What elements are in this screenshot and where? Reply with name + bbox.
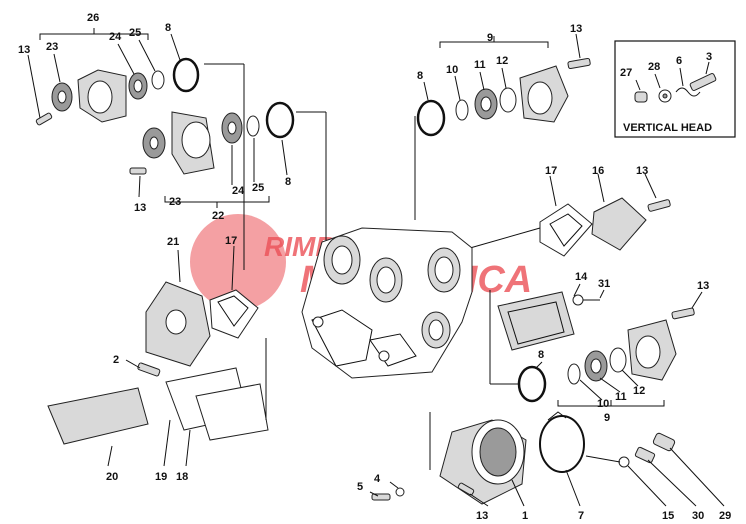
screw-part-3	[689, 73, 717, 91]
screw-13e	[671, 307, 695, 320]
washer-4	[395, 487, 405, 497]
label-8b: 8	[285, 176, 291, 188]
label-31: 31	[598, 278, 610, 290]
label-19: 19	[155, 471, 167, 483]
plug-29	[652, 432, 676, 452]
screw-13d	[647, 199, 671, 212]
screw-13a	[35, 112, 53, 126]
cover-plate-14	[497, 291, 575, 351]
lower-right-bearing-assembly	[489, 283, 703, 407]
ring-12a	[499, 87, 517, 113]
circlip-10a	[455, 99, 469, 121]
label-10b: 10	[597, 398, 609, 410]
label-21: 21	[167, 236, 179, 248]
label-9b: 9	[604, 412, 610, 424]
label-24b: 24	[232, 185, 245, 197]
label-5: 5	[357, 481, 363, 493]
gasket-17a	[539, 203, 593, 257]
label-2: 2	[113, 354, 119, 366]
inset-label-3: 3	[706, 51, 712, 63]
upper-right-bearing-assembly	[414, 33, 591, 220]
label-8c: 8	[417, 70, 423, 82]
upper-left-bearing-assembly	[27, 28, 245, 270]
label-23b: 23	[169, 196, 181, 208]
label-13d: 13	[636, 165, 648, 177]
inset-title: VERTICAL HEAD	[623, 122, 712, 134]
spacer-part-27	[634, 91, 648, 103]
intake-manifold-assembly	[369, 411, 725, 507]
reed-block-20	[47, 387, 149, 445]
label-13f: 13	[476, 510, 488, 522]
label-17a: 17	[545, 165, 557, 177]
screw-13c	[567, 57, 591, 70]
screw-31	[572, 294, 584, 306]
cover-16	[591, 197, 647, 251]
label-12b: 12	[633, 385, 645, 397]
gasket-18	[195, 383, 269, 441]
label-13b: 13	[134, 202, 146, 214]
oring-8b	[265, 101, 295, 139]
vertical-head-inset: 27 28 6 3 VERTICAL HEAD	[614, 40, 736, 138]
ring-25b	[246, 115, 260, 137]
right-cover-assembly	[469, 173, 671, 257]
label-11a: 11	[474, 59, 486, 71]
label-20: 20	[106, 471, 118, 483]
circlip-10b	[567, 363, 581, 385]
label-29: 29	[719, 510, 731, 522]
label-15: 15	[662, 510, 674, 522]
ring-25a	[151, 70, 165, 90]
clip-part-6	[675, 87, 701, 97]
label-12a: 12	[496, 55, 508, 67]
oring-8c	[416, 99, 446, 137]
screw-13f	[457, 482, 475, 496]
clamp-7	[539, 415, 585, 473]
ring-12b	[609, 347, 627, 373]
fitting-30	[634, 446, 656, 464]
oring-8d	[517, 365, 547, 403]
lower-left-bearing-assembly	[129, 101, 327, 250]
gasket-17b	[209, 289, 259, 339]
label-30: 30	[692, 510, 704, 522]
label-11b: 11	[615, 391, 627, 403]
screw-13b	[129, 167, 147, 175]
cylinder-head	[301, 227, 473, 379]
label-8a: 8	[165, 22, 171, 34]
label-13a: 13	[18, 44, 30, 56]
label-4: 4	[374, 473, 381, 485]
label-13c: 13	[570, 23, 582, 35]
label-18: 18	[176, 471, 188, 483]
label-14: 14	[575, 271, 588, 283]
inset-label-27: 27	[620, 67, 632, 79]
inset-label-6: 6	[676, 55, 682, 67]
label-22: 22	[212, 210, 224, 222]
oring-8a	[172, 57, 200, 93]
screw-2	[137, 362, 161, 377]
label-25b: 25	[252, 182, 264, 194]
label-16: 16	[592, 165, 604, 177]
inset-label-28: 28	[648, 61, 660, 73]
label-26: 26	[87, 12, 99, 24]
label-7: 7	[578, 510, 584, 522]
label-9a: 9	[487, 32, 493, 44]
label-13e: 13	[697, 280, 709, 292]
label-8d: 8	[538, 349, 544, 361]
label-10a: 10	[446, 64, 458, 76]
label-24a: 24	[109, 31, 122, 43]
label-25a: 25	[129, 27, 141, 39]
washer-15	[618, 456, 630, 468]
label-23a: 23	[46, 41, 58, 53]
label-1: 1	[522, 510, 528, 522]
label-17b: 17	[225, 235, 237, 247]
left-cover-assembly	[47, 245, 269, 467]
